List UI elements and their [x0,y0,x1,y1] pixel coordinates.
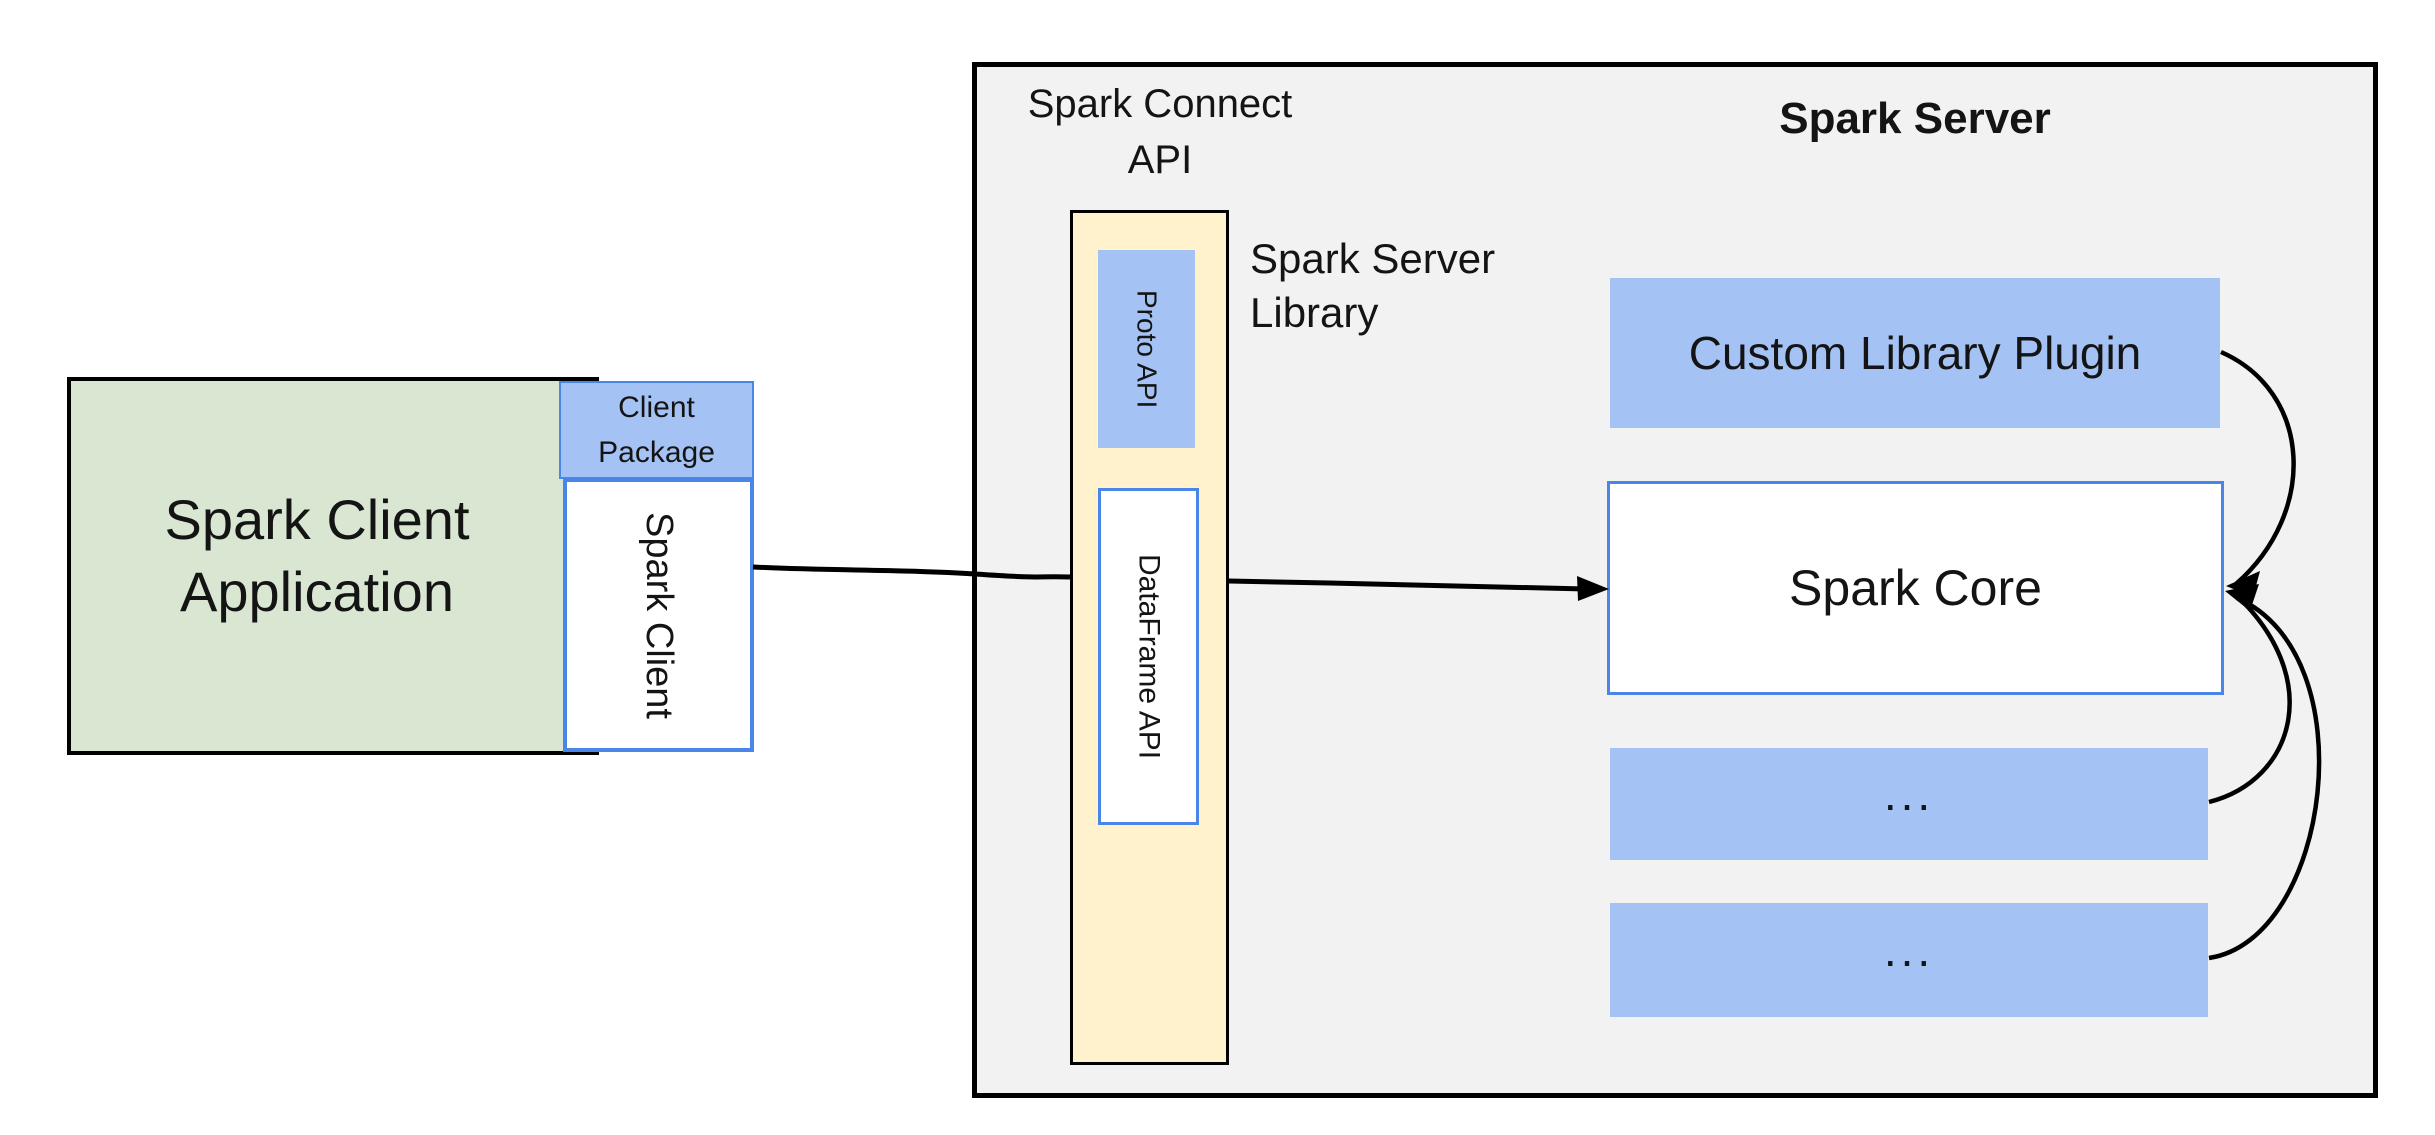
spark-server-library-label: Spark Server Library [1250,235,1496,336]
spark-core-box: Spark Core [1607,481,2224,695]
spark-server-heading: Spark Server [1779,94,2051,143]
proto-api-label: Proto API [1131,289,1163,409]
spark-core-label: Spark Core [1789,560,2042,616]
dataframe-api-label: DataFrame API [1132,553,1166,760]
proto-api-box: Proto API [1098,250,1195,448]
plugin-placeholder-1-label: ... [1883,768,1935,820]
client-package-label: Client Package [598,391,715,469]
plugin-placeholder-box-1: ... [1610,748,2208,860]
spark-client-application-label: Spark Client Application [164,488,470,623]
client-package-box: Client Package [559,381,754,479]
spark-client-box: Spark Client [563,478,754,752]
custom-library-plugin-box: Custom Library Plugin [1610,278,2220,428]
plugin-placeholder-2-label: ... [1883,924,1935,976]
plugin-placeholder-box-2: ... [1610,903,2208,1017]
spark-client-label: Spark Client [638,511,680,719]
spark-client-application-box [67,377,599,755]
custom-library-plugin-label: Custom Library Plugin [1688,327,2142,379]
spark-connect-api-heading: Spark Connect API [1027,82,1293,182]
dataframe-api-box: DataFrame API [1098,488,1199,825]
